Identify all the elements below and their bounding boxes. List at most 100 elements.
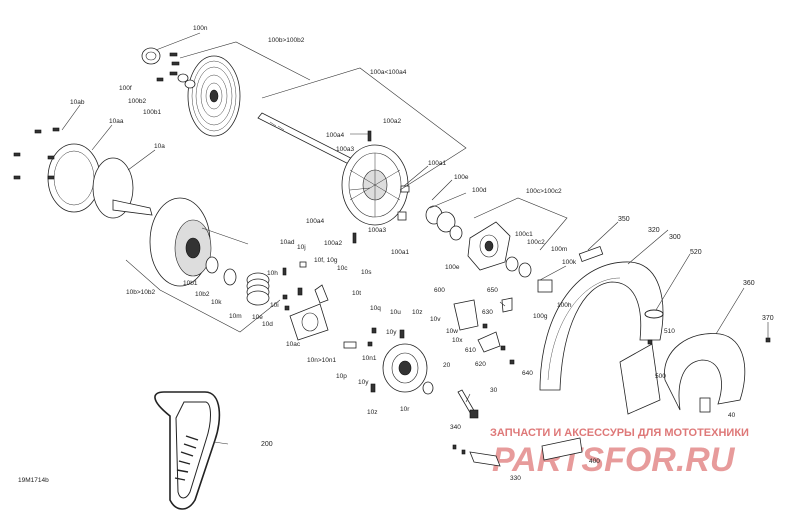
callout-360: 360: [743, 280, 755, 287]
callout-600: 600: [434, 287, 445, 294]
callout-10b2: 10b2: [195, 291, 210, 298]
callout-620: 620: [475, 361, 486, 368]
callout-10n-10n1: 10n>10n1: [307, 357, 336, 364]
screws-10z: [370, 329, 405, 393]
callout-10i: 10i: [270, 302, 279, 309]
bolt-30: [457, 389, 479, 419]
driven-housing-10b: [149, 197, 212, 287]
washer-20: [422, 381, 434, 395]
callout-100c-100c2: 100c>100c2: [526, 188, 562, 195]
clip-650: [501, 297, 513, 313]
callout-100a2-b: 100a2: [324, 240, 342, 247]
drive-pulley-fixed-sheave: [187, 55, 241, 137]
roller-10n: [343, 327, 377, 349]
callout-10b1: 10b1: [183, 280, 198, 287]
driven-sheave-10a: [92, 157, 153, 219]
callout-100g: 100g: [533, 313, 548, 320]
washers-100b: [177, 73, 196, 89]
callout-10h: 10h: [267, 270, 278, 277]
callout-10k: 10k: [211, 299, 222, 306]
small-parts-10c-10k: [282, 261, 329, 311]
callout-10f-10g: 10f, 10g: [314, 257, 338, 264]
callout-10ab: 10ab: [70, 99, 85, 106]
spring-clip-520: [644, 309, 664, 319]
callout-350: 350: [618, 216, 630, 223]
callout-510: 510: [664, 328, 675, 335]
callout-100b-100b2: 100b>100b2: [268, 37, 305, 44]
callout-10x: 10x: [452, 337, 463, 344]
callout-10c: 10c: [337, 265, 348, 272]
callout-200: 200: [261, 441, 273, 448]
bracket-620: [477, 331, 501, 353]
callout-10ac: 10ac: [286, 341, 301, 348]
callout-labels: 100n 100b>100b2 100a<100a4 100f 100b2 10…: [70, 25, 774, 482]
bracket-600: [453, 299, 479, 331]
callout-100a2: 100a2: [383, 118, 401, 125]
callout-10u: 10u: [390, 309, 401, 316]
belt-guard-300: [539, 245, 664, 391]
bushing-100a1: [397, 185, 410, 221]
callout-100a4-b: 100a4: [306, 218, 324, 225]
callout-300: 300: [669, 234, 681, 241]
callout-640: 640: [522, 370, 533, 377]
callout-100a4: 100a4: [326, 132, 344, 139]
callout-400: 400: [589, 458, 600, 465]
callout-10p: 10p: [336, 373, 347, 380]
callout-10b-10b2: 10b>10b2: [126, 289, 155, 296]
bolts-100f: [156, 52, 180, 82]
screws-630-640: [482, 323, 515, 365]
callout-10q: 10q: [370, 305, 381, 312]
callout-100c2: 100c2: [527, 239, 545, 246]
callout-30: 30: [490, 387, 498, 394]
callout-100a1-top: 100a1: [428, 160, 446, 167]
callout-10y-b: 10y: [358, 379, 369, 386]
callout-100a3-b: 100a3: [368, 227, 386, 234]
watermark: ЗАПЧАСТИ И АКСЕССУРЫ ДЛЯ МОТОТЕХНИКИ PAR…: [490, 427, 749, 479]
callout-10r: 10r: [400, 406, 410, 413]
callout-100h: 100h: [557, 302, 572, 309]
callout-330: 330: [510, 475, 521, 482]
callout-610: 610: [465, 347, 476, 354]
bracket-330: [452, 444, 501, 467]
callout-10v: 10v: [430, 316, 441, 323]
callout-10n1: 10n1: [362, 355, 377, 362]
callout-40: 40: [728, 412, 736, 419]
screws-10ab: [13, 127, 60, 180]
spider-100c: [467, 221, 511, 271]
bracket-500: [619, 343, 661, 415]
callout-10j: 10j: [297, 244, 306, 251]
callout-370: 370: [762, 315, 774, 322]
callout-10t: 10t: [352, 290, 361, 297]
watermark-top-text: ЗАПЧАСТИ И АКСЕССУРЫ ДЛЯ МОТОТЕХНИКИ: [490, 427, 749, 439]
callout-630: 630: [482, 309, 493, 316]
callout-100k: 100k: [562, 259, 577, 266]
hub-10r: [382, 343, 428, 393]
callout-10e: 10e: [252, 314, 263, 321]
rings-100e-100d: [425, 205, 463, 241]
callout-100a3: 100a3: [336, 146, 354, 153]
callout-100b2: 100b2: [128, 98, 146, 105]
rings-10b1-10b2: [205, 256, 237, 286]
callout-340: 340: [450, 424, 461, 431]
callout-320: 320: [648, 227, 660, 234]
callout-100a1-b: 100a1: [391, 249, 409, 256]
callout-10z-b: 10z: [367, 409, 377, 416]
callout-650: 650: [487, 287, 498, 294]
callout-10d: 10d: [262, 321, 273, 328]
watermark-brand: PARTSFOR.RU: [492, 441, 736, 479]
callout-10z-top: 10z: [412, 309, 422, 316]
leader-lines: [61, 32, 769, 445]
seal-ring-100n: [141, 47, 161, 65]
spring-10m: [246, 272, 270, 306]
callout-100b1: 100b1: [143, 109, 161, 116]
callout-100e-top: 100e: [454, 174, 469, 181]
drive-belt-200: [154, 391, 221, 510]
callout-100e-b: 100e: [445, 264, 460, 271]
callout-10m: 10m: [229, 313, 242, 320]
cam-10t: [289, 303, 329, 341]
driven-pulley-flange-10aa: [47, 143, 101, 213]
rings-100m-100k: [505, 256, 553, 293]
drive-pulley-movable-sheave: [341, 144, 409, 226]
callout-10a: 10a: [154, 143, 165, 150]
callout-10y-top: 10y: [386, 329, 397, 336]
